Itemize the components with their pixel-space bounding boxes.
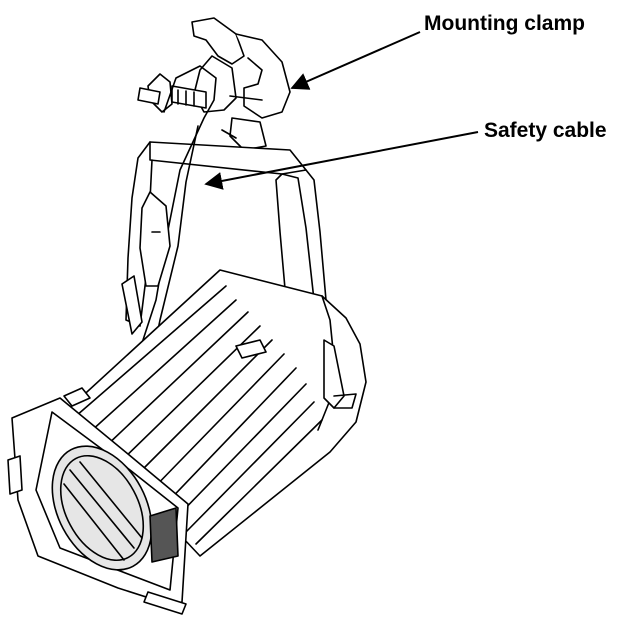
- stage-light-fixture-icon: [7, 17, 367, 615]
- safety-cable-icon: [113, 65, 217, 431]
- mounting-clamp-arrow: [290, 31, 421, 90]
- safety-cable-label: Safety cable: [484, 119, 607, 142]
- mounting-clamp-icon: [137, 17, 291, 151]
- safety-cable-arrow: [204, 131, 479, 190]
- front-lens: [7, 387, 189, 615]
- mounting-clamp-label: Mounting clamp: [424, 12, 585, 35]
